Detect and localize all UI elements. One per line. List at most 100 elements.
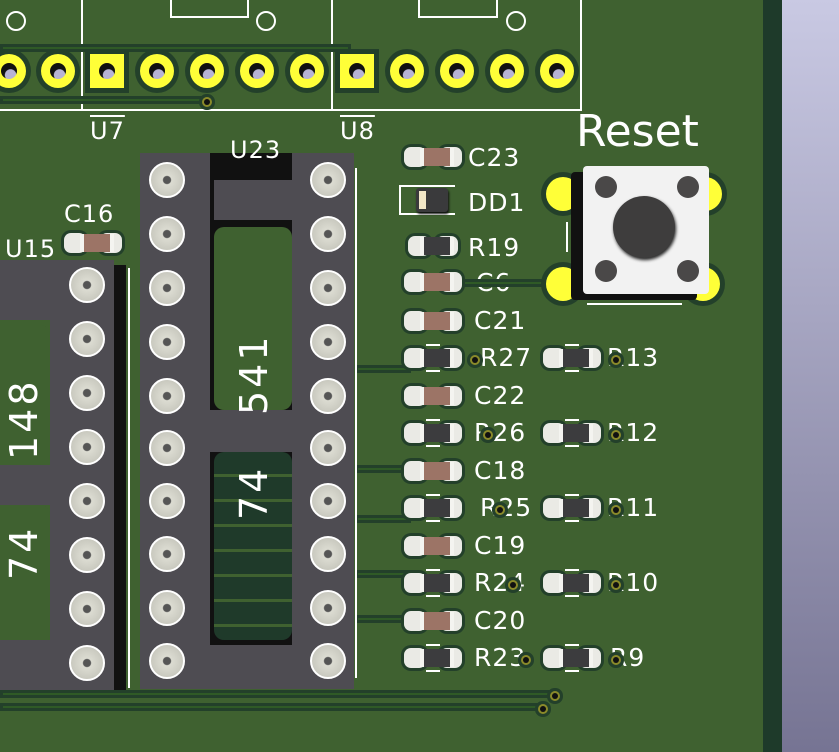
pcb-trace [355,365,411,373]
r13-resistor [543,344,601,372]
r24-resistor [404,569,462,597]
socket-pin [149,536,185,572]
u23-socket-bridge [214,180,294,220]
r25-ref-label: R25 [480,493,533,522]
socket-pin [149,643,185,679]
u23-chip-marking-prefix: 74 [232,465,276,520]
socket-pin [149,430,185,466]
header-outline-divider [81,0,83,110]
socket-pin [310,324,346,360]
header-body-outline [247,0,249,18]
pin1-marker-icon [506,11,526,31]
r11-resistor [543,494,601,522]
socket-pin [310,270,346,306]
socket-pin [149,590,185,626]
pin1-marker-icon [256,11,276,31]
r23-ref-label: R23 [474,643,527,672]
header-pad [140,54,174,88]
u15-outline [128,268,130,688]
r26-resistor [404,419,462,447]
viewer-background [782,0,839,752]
socket-pin [69,267,105,303]
c16-ref-label: C16 [64,200,115,228]
via [613,582,619,588]
socket-pin [310,162,346,198]
c23-ref-label: C23 [468,143,521,172]
u23-chip-marking: 541 [232,333,276,415]
r19-ref-label: R19 [468,233,521,262]
header-pad [390,54,424,88]
pcb-trace [355,615,411,623]
c20-ref-label: C20 [474,606,527,635]
board-edge [763,0,782,752]
u15-chip-area [0,325,50,465]
socket-pin [69,483,105,519]
u23-socket-bridge [210,410,294,452]
header-pad [540,54,574,88]
r26-ref-label: R26 [474,418,527,447]
c20-capacitor [404,611,462,631]
socket-pin [149,378,185,414]
via [552,693,558,699]
via [472,357,478,363]
header-pad [240,54,274,88]
header-pad [41,54,75,88]
via [485,432,491,438]
header-ref-label: U7 [90,117,125,145]
socket-pin [149,162,185,198]
socket-pin [69,375,105,411]
via [523,657,529,663]
socket-pin [69,321,105,357]
socket-pin [310,643,346,679]
switch-corner-dot [595,176,617,198]
reset-switch-label: Reset [576,106,699,157]
c18-ref-label: C18 [474,456,527,485]
via [204,99,210,105]
switch-pad [546,267,580,301]
header-pad [290,54,324,88]
r19-resistor [408,236,458,256]
socket-pin [149,216,185,252]
reset-button-cap[interactable] [613,196,675,258]
header-body-outline [418,16,498,18]
c6-capacitor [404,272,462,292]
socket-pin [149,270,185,306]
socket-pin [310,536,346,572]
c22-ref-label: C22 [474,381,527,410]
header-pad [0,54,26,88]
socket-pin [310,590,346,626]
socket-pin [310,430,346,466]
u15-chip-area [0,505,50,645]
switch-pad [546,177,580,211]
reset-switch[interactable] [583,166,709,294]
u23-outline [355,168,357,678]
dd1-diode [416,188,448,212]
pcb-board: U7 U8 148 74 U15 C16 541 74 U23 [0,0,722,712]
socket-pin [149,324,185,360]
c22-capacitor [404,386,462,406]
pcb-trace [355,515,411,523]
switch-outline [566,222,568,252]
u23-socket-bridge [210,645,294,689]
c23-capacitor [404,147,462,167]
r23-resistor [404,644,462,672]
r25-resistor [404,494,462,522]
via [613,357,619,363]
header-pad [490,54,524,88]
socket-pin [149,483,185,519]
header-body-outline [496,0,498,18]
switch-outline [587,303,682,305]
socket-pin [69,537,105,573]
header-pad-square [340,54,374,88]
u23-chip-area [214,227,292,410]
via [613,507,619,513]
c19-ref-label: C19 [474,531,527,560]
via [613,432,619,438]
c21-ref-label: C21 [474,306,527,335]
u15-chip-marking-prefix: 74 [2,525,46,580]
pcb-trace [0,690,551,698]
c16-capacitor [64,233,122,253]
pcb-trace [355,465,411,473]
header-pad-square [90,54,124,88]
header-pad [190,54,224,88]
